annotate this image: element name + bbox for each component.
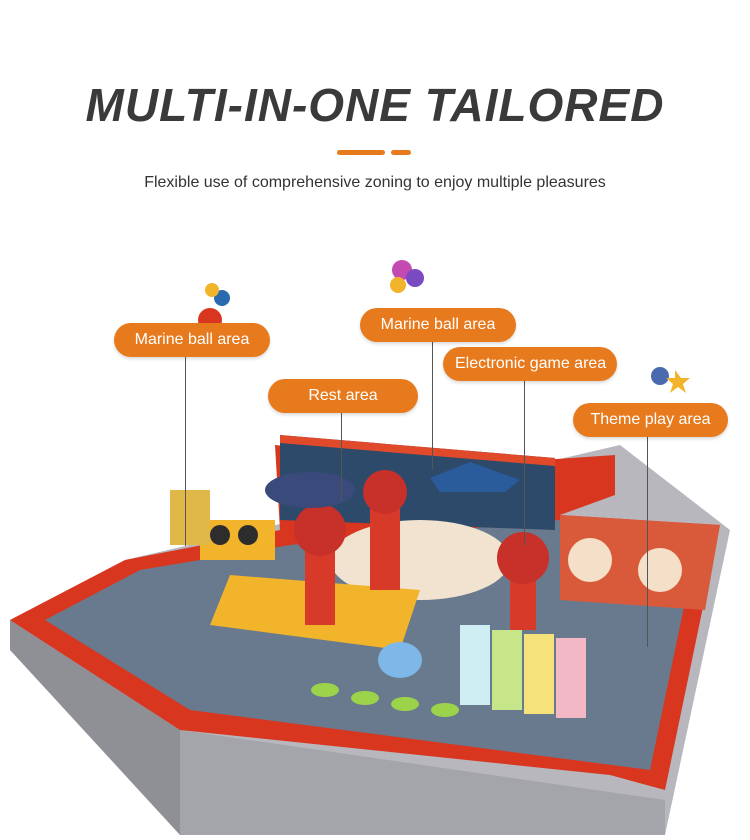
leader-line (341, 413, 342, 501)
zone-label-theme-play: Theme play area (573, 403, 728, 437)
playground-illustration (10, 260, 730, 835)
zone-label-electronic-game: Electronic game area (443, 347, 617, 381)
playground-scene (0, 230, 750, 835)
zone-label-marine-ball-center: Marine ball area (360, 308, 516, 342)
leader-line (647, 437, 648, 647)
zone-label-rest: Rest area (268, 379, 418, 413)
leader-line (432, 340, 433, 470)
leader-line (524, 381, 525, 546)
page-title: MULTI-IN-ONE TAILORED (85, 79, 665, 131)
zone-label-marine-ball-left: Marine ball area (114, 323, 270, 357)
page-subtitle: Flexible use of comprehensive zoning to … (144, 174, 606, 191)
leader-line (185, 356, 186, 546)
